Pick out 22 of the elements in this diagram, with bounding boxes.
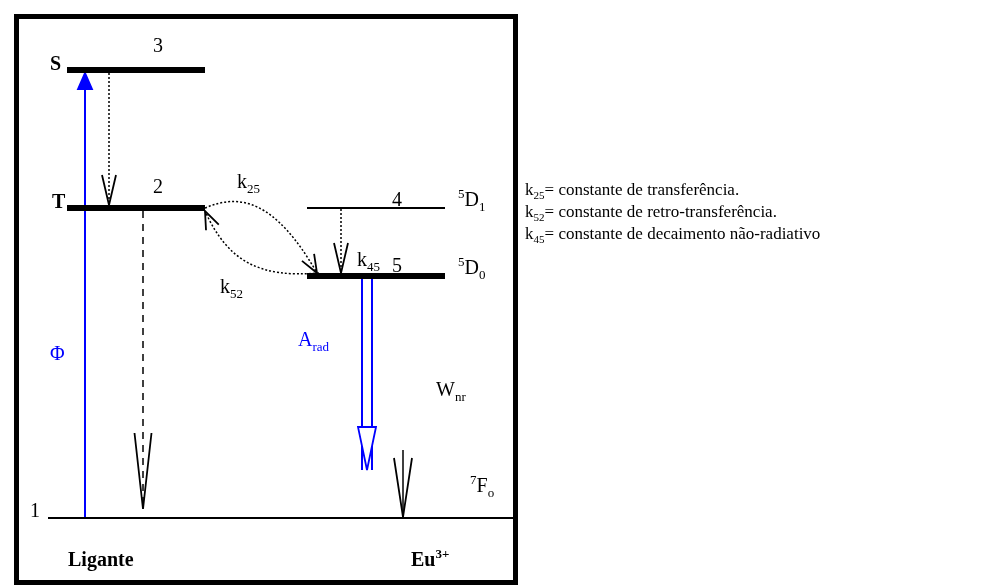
edge-label: W$_{nr}$ bbox=[436, 378, 466, 400]
level-number: 3 bbox=[153, 34, 163, 56]
definition-text: k$_{45}$= constante de decaimento não-radiativo bbox=[525, 223, 821, 245]
state-label: T bbox=[52, 190, 66, 212]
state-label: $^{5}$D$_{1}$ bbox=[458, 188, 486, 210]
level-number: 1 bbox=[30, 499, 40, 521]
group-label: Eu$^{3+}$ bbox=[411, 548, 450, 570]
edge-label: Φ bbox=[50, 342, 65, 364]
edge-label: k$_{52}$ bbox=[220, 275, 243, 297]
level-number: 2 bbox=[153, 175, 163, 197]
state-label: $^{5}$D$_{0}$ bbox=[458, 256, 486, 278]
definition-text: k$_{25}$= constante de transferência. bbox=[525, 179, 740, 201]
state-label: S bbox=[50, 52, 62, 74]
state-label: $^{7}$F$_{o}$ bbox=[470, 474, 495, 496]
level-number: 5 bbox=[392, 254, 402, 276]
definition-text: k$_{52}$= constante de retro-transferência. bbox=[525, 201, 777, 223]
level-number: 4 bbox=[392, 188, 402, 210]
edge-label: k$_{45}$ bbox=[357, 248, 380, 270]
edge-label: k$_{25}$ bbox=[237, 170, 260, 192]
group-label: Ligante bbox=[68, 548, 134, 570]
hollow-arrow bbox=[357, 279, 377, 471]
edge-label: A$_{rad}$ bbox=[298, 328, 330, 350]
